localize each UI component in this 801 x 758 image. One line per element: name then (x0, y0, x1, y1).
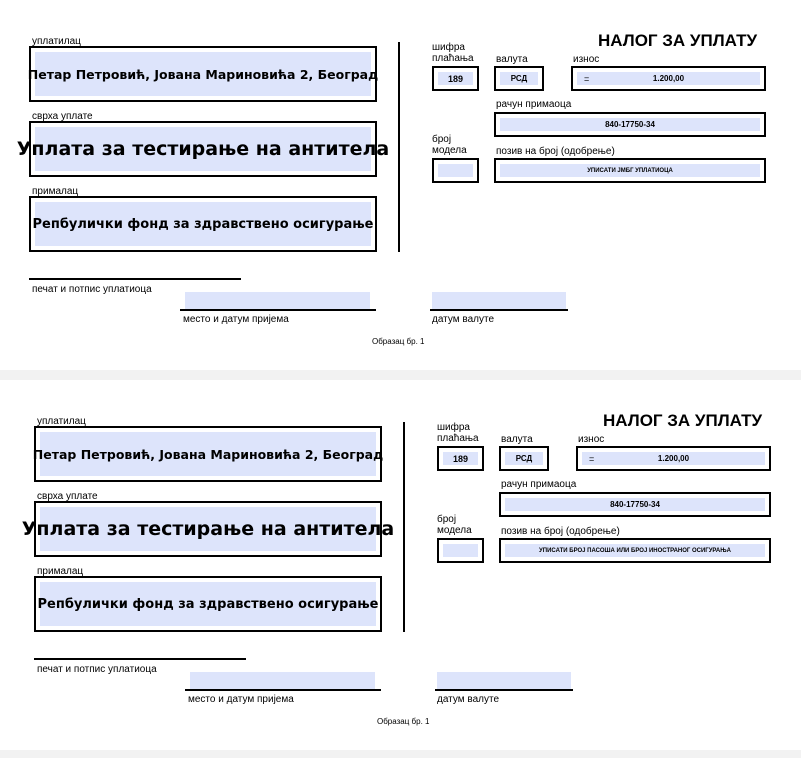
place-date-field[interactable] (190, 672, 375, 689)
reference-field[interactable]: УПИСАТИ БРОЈ ПАСОША ИЛИ БРОЈ ИНОСТРАНОГ … (499, 538, 771, 563)
place-date-line (185, 689, 381, 691)
form-title: НАЛОГ ЗА УПЛАТУ (603, 411, 763, 430)
payer-label: уплатилац (37, 416, 86, 427)
payment-code-value: 189 (447, 73, 464, 84)
purpose-field[interactable]: Уплата за тестирање на антитела (21, 501, 395, 557)
column-divider (403, 422, 405, 632)
currency-field[interactable]: РСД (499, 446, 549, 471)
payer-value: Петар Петровић, Јована Мариновића 2, Бео… (27, 66, 379, 82)
recipient-label: прималац (32, 186, 79, 197)
form-number: Образац бр. 1 (377, 717, 430, 726)
value-date-label: датум валуте (432, 314, 495, 325)
place-date-field[interactable] (185, 292, 370, 309)
recipient-label: прималац (37, 566, 84, 577)
amount-eq: = (584, 74, 590, 84)
recipient-value: Репбулички фонд за здравствено осигурање (32, 216, 374, 232)
currency-value: РСД (515, 454, 533, 463)
recipient-field[interactable]: Репбулички фонд за здравствено осигурање (29, 196, 377, 252)
form-title: НАЛОГ ЗА УПЛАТУ (598, 31, 758, 50)
payment-code-field[interactable]: 189 (437, 446, 484, 471)
place-date-line (180, 309, 376, 311)
signature-label: печат и потпис уплатиоца (37, 664, 157, 675)
currency-label: валута (496, 54, 528, 65)
purpose-value: Уплата за тестирање на антитела (16, 138, 390, 160)
reference-label: позив на број (одобрење) (496, 146, 615, 157)
reference-value: УПИСАТИ ЈМБГ УПЛАТИОЦА (587, 167, 673, 174)
currency-field[interactable]: РСД (494, 66, 544, 91)
amount-value: 1.200,00 (652, 74, 685, 83)
account-value: 840-17750-34 (605, 120, 655, 129)
value-date-line (430, 309, 568, 311)
value-date-field[interactable] (432, 292, 566, 309)
account-field[interactable]: 840-17750-34 (494, 112, 766, 137)
account-value: 840-17750-34 (610, 500, 660, 509)
column-divider (398, 42, 400, 252)
recipient-value: Репбулички фонд за здравствено осигурање (37, 596, 379, 612)
form-number: Образац бр. 1 (372, 337, 425, 346)
payer-field[interactable]: Петар Петровић, Јована Мариновића 2, Бео… (32, 426, 384, 482)
signature-line (34, 658, 246, 660)
payment-code-value: 189 (452, 453, 469, 464)
currency-label: валута (501, 434, 533, 445)
value-date-field[interactable] (437, 672, 571, 689)
place-date-label: место и датум пријема (183, 314, 289, 325)
account-label: рачун примаоца (496, 99, 572, 110)
signature-label: печат и потпис уплатиоца (32, 284, 152, 295)
recipient-field[interactable]: Репбулички фонд за здравствено осигурање (34, 576, 382, 632)
amount-label: износ (573, 54, 600, 65)
value-date-label: датум валуте (437, 694, 500, 705)
amount-field[interactable]: = 1.200,00 (576, 446, 771, 471)
value-date-line (435, 689, 573, 691)
amount-label: износ (578, 434, 605, 445)
payer-field[interactable]: Петар Петровић, Јована Мариновића 2, Бео… (27, 46, 379, 102)
model-field[interactable] (437, 538, 484, 563)
place-date-label: место и датум пријема (188, 694, 294, 705)
purpose-value: Уплата за тестирање на антитела (21, 518, 395, 540)
purpose-label: сврха уплате (37, 491, 98, 502)
amount-field[interactable]: = 1.200,00 (571, 66, 766, 91)
amount-eq: = (589, 454, 595, 464)
amount-value: 1.200,00 (657, 454, 690, 463)
account-field[interactable]: 840-17750-34 (499, 492, 771, 517)
payment-slip: уплатилац Петар Петровић, Јована Маринов… (0, 380, 801, 750)
reference-label: позив на број (одобрење) (501, 526, 620, 537)
purpose-field[interactable]: Уплата за тестирање на антитела (16, 121, 390, 177)
reference-field[interactable]: УПИСАТИ ЈМБГ УПЛАТИОЦА (494, 158, 766, 183)
payer-label: уплатилац (32, 36, 81, 47)
payment-code-field[interactable]: 189 (432, 66, 479, 91)
reference-value: УПИСАТИ БРОЈ ПАСОША ИЛИ БРОЈ ИНОСТРАНОГ … (539, 547, 731, 554)
currency-value: РСД (510, 74, 528, 83)
payment-slip: уплатилац Петар Петровић, Јована Маринов… (0, 0, 801, 370)
payer-value: Петар Петровић, Јована Мариновића 2, Бео… (32, 446, 384, 462)
signature-line (29, 278, 241, 280)
account-label: рачун примаоца (501, 479, 577, 490)
model-field[interactable] (432, 158, 479, 183)
purpose-label: сврха уплате (32, 111, 93, 122)
